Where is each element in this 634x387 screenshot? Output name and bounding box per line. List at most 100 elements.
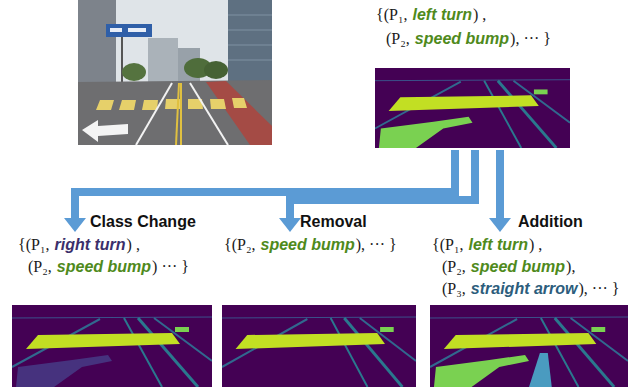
set-text: (P₂,: [28, 256, 52, 278]
flow-arrow: [64, 150, 455, 232]
turn-arrow-marking: [82, 120, 128, 142]
text-line: {(P₁,right turn) ,: [18, 234, 144, 256]
sign-post: [121, 36, 123, 82]
seg-background: [222, 305, 416, 387]
arrow-shaft: [75, 150, 455, 219]
building: [78, 0, 116, 88]
seg-background: [430, 305, 628, 387]
label-set-panel: {(P₁,left turn) ,(P₂,speed bump), ··· }: [372, 0, 572, 150]
road-photo: [78, 0, 272, 145]
label-set-panel: {(P₁,left turn) ,(P₂,speed bump),(P₃,str…: [428, 232, 628, 387]
set-text: (P₂,: [442, 256, 466, 278]
set-text: (P₂,: [386, 28, 410, 50]
class-name: left turn: [468, 234, 528, 256]
arrow-head: [64, 218, 86, 232]
text-line: (P₂,speed bump) ··· }: [28, 256, 193, 278]
seg-speed-bump: [380, 327, 394, 332]
text-line: (P₃,straight arrow), ··· }: [442, 278, 624, 300]
operation-label: Removal: [300, 212, 367, 232]
segmentation-map: [222, 305, 416, 387]
seg-straight-arrow: [529, 353, 552, 387]
building: [228, 0, 272, 84]
building: [148, 38, 178, 82]
seg-horizon: [12, 317, 212, 318]
seg-crosswalk: [389, 95, 539, 111]
window-row: [228, 60, 272, 61]
arrow-head: [279, 218, 301, 232]
segmentation-map: [375, 68, 570, 148]
sky: [78, 0, 272, 145]
label-set-panel: {(P₂,speed bump), ··· }: [220, 232, 416, 387]
seg-left-turn: [379, 117, 473, 148]
class-name: speed bump: [471, 256, 565, 278]
lane-line: [136, 83, 172, 145]
center-line: [180, 83, 182, 145]
road-sign-mark: [128, 28, 146, 32]
operation-label: Addition: [518, 212, 583, 232]
class-name: speed bump: [57, 256, 151, 278]
text-line: (P₂,speed bump),: [442, 256, 579, 278]
text-line: {(P₂,speed bump), ··· }: [224, 234, 401, 256]
set-text: {(P₂,: [224, 234, 255, 256]
seg-speed-bump: [175, 327, 189, 332]
crosswalk-stripe: [96, 100, 114, 110]
bus-lane: [206, 81, 272, 145]
seg-horizon: [375, 79, 570, 81]
arrow-shaft: [290, 150, 475, 219]
set-text: ) ,: [529, 234, 542, 256]
seg-background: [375, 68, 570, 148]
crosswalk-stripe: [142, 100, 158, 110]
seg-lane-line: [124, 318, 162, 387]
text-line: {(P₁,left turn) ,: [432, 234, 546, 256]
set-text: {(P₁,: [18, 234, 49, 256]
tree: [204, 61, 228, 79]
arrow-head: [489, 218, 511, 232]
class-name: left turn: [412, 4, 472, 26]
class-name: straight arrow: [471, 278, 578, 300]
operation-label: Class Change: [90, 212, 196, 232]
text-line: (P₂,speed bump), ··· }: [386, 28, 555, 50]
set-text: {(P₁,: [376, 4, 407, 26]
set-text: ), ··· }: [579, 278, 620, 300]
set-text: (P₃,: [442, 278, 466, 300]
segmentation-map: [12, 305, 212, 387]
text-line: {(P₁,left turn) ,: [376, 4, 490, 26]
road-sign: [106, 24, 152, 37]
road: [78, 80, 272, 145]
seg-lane-line: [484, 81, 521, 148]
seg-lane-line: [331, 318, 368, 387]
seg-background: [12, 305, 212, 387]
road-sign-mark: [110, 28, 122, 32]
seg-horizon: [222, 317, 416, 318]
seg-crosswalk: [444, 333, 596, 349]
segmentation-map: [430, 305, 628, 387]
crosswalk-stripe: [119, 100, 136, 110]
set-text: {(P₁,: [432, 234, 463, 256]
seg-speed-bump: [591, 327, 605, 332]
set-text: ), ··· }: [356, 234, 397, 256]
seg-left-turn: [434, 355, 529, 387]
set-text: ),: [566, 256, 575, 278]
label-set-panel: {(P₁,right turn) ,(P₂,speed bump) ··· }: [12, 232, 212, 387]
flow-arrow: [489, 150, 511, 232]
set-text: ) ,: [127, 234, 140, 256]
seg-crosswalk: [236, 333, 385, 349]
seg-speed-bump: [534, 89, 548, 94]
seg-left-turn: [16, 355, 112, 387]
class-name: right turn: [54, 234, 125, 256]
center-line: [176, 83, 179, 145]
crosswalk-stripe: [232, 98, 247, 108]
flow-arrow: [279, 150, 475, 232]
seg-horizon: [430, 317, 628, 318]
class-name: speed bump: [415, 28, 509, 50]
tree: [122, 63, 146, 81]
arrow-shaft: [496, 150, 504, 219]
seg-crosswalk: [26, 333, 180, 349]
lane-line: [190, 83, 228, 145]
window-row: [228, 15, 272, 16]
set-text: ) ,: [473, 4, 486, 26]
set-text: ) ··· }: [152, 256, 189, 278]
set-text: ), ··· }: [510, 28, 551, 50]
window-row: [228, 30, 272, 31]
